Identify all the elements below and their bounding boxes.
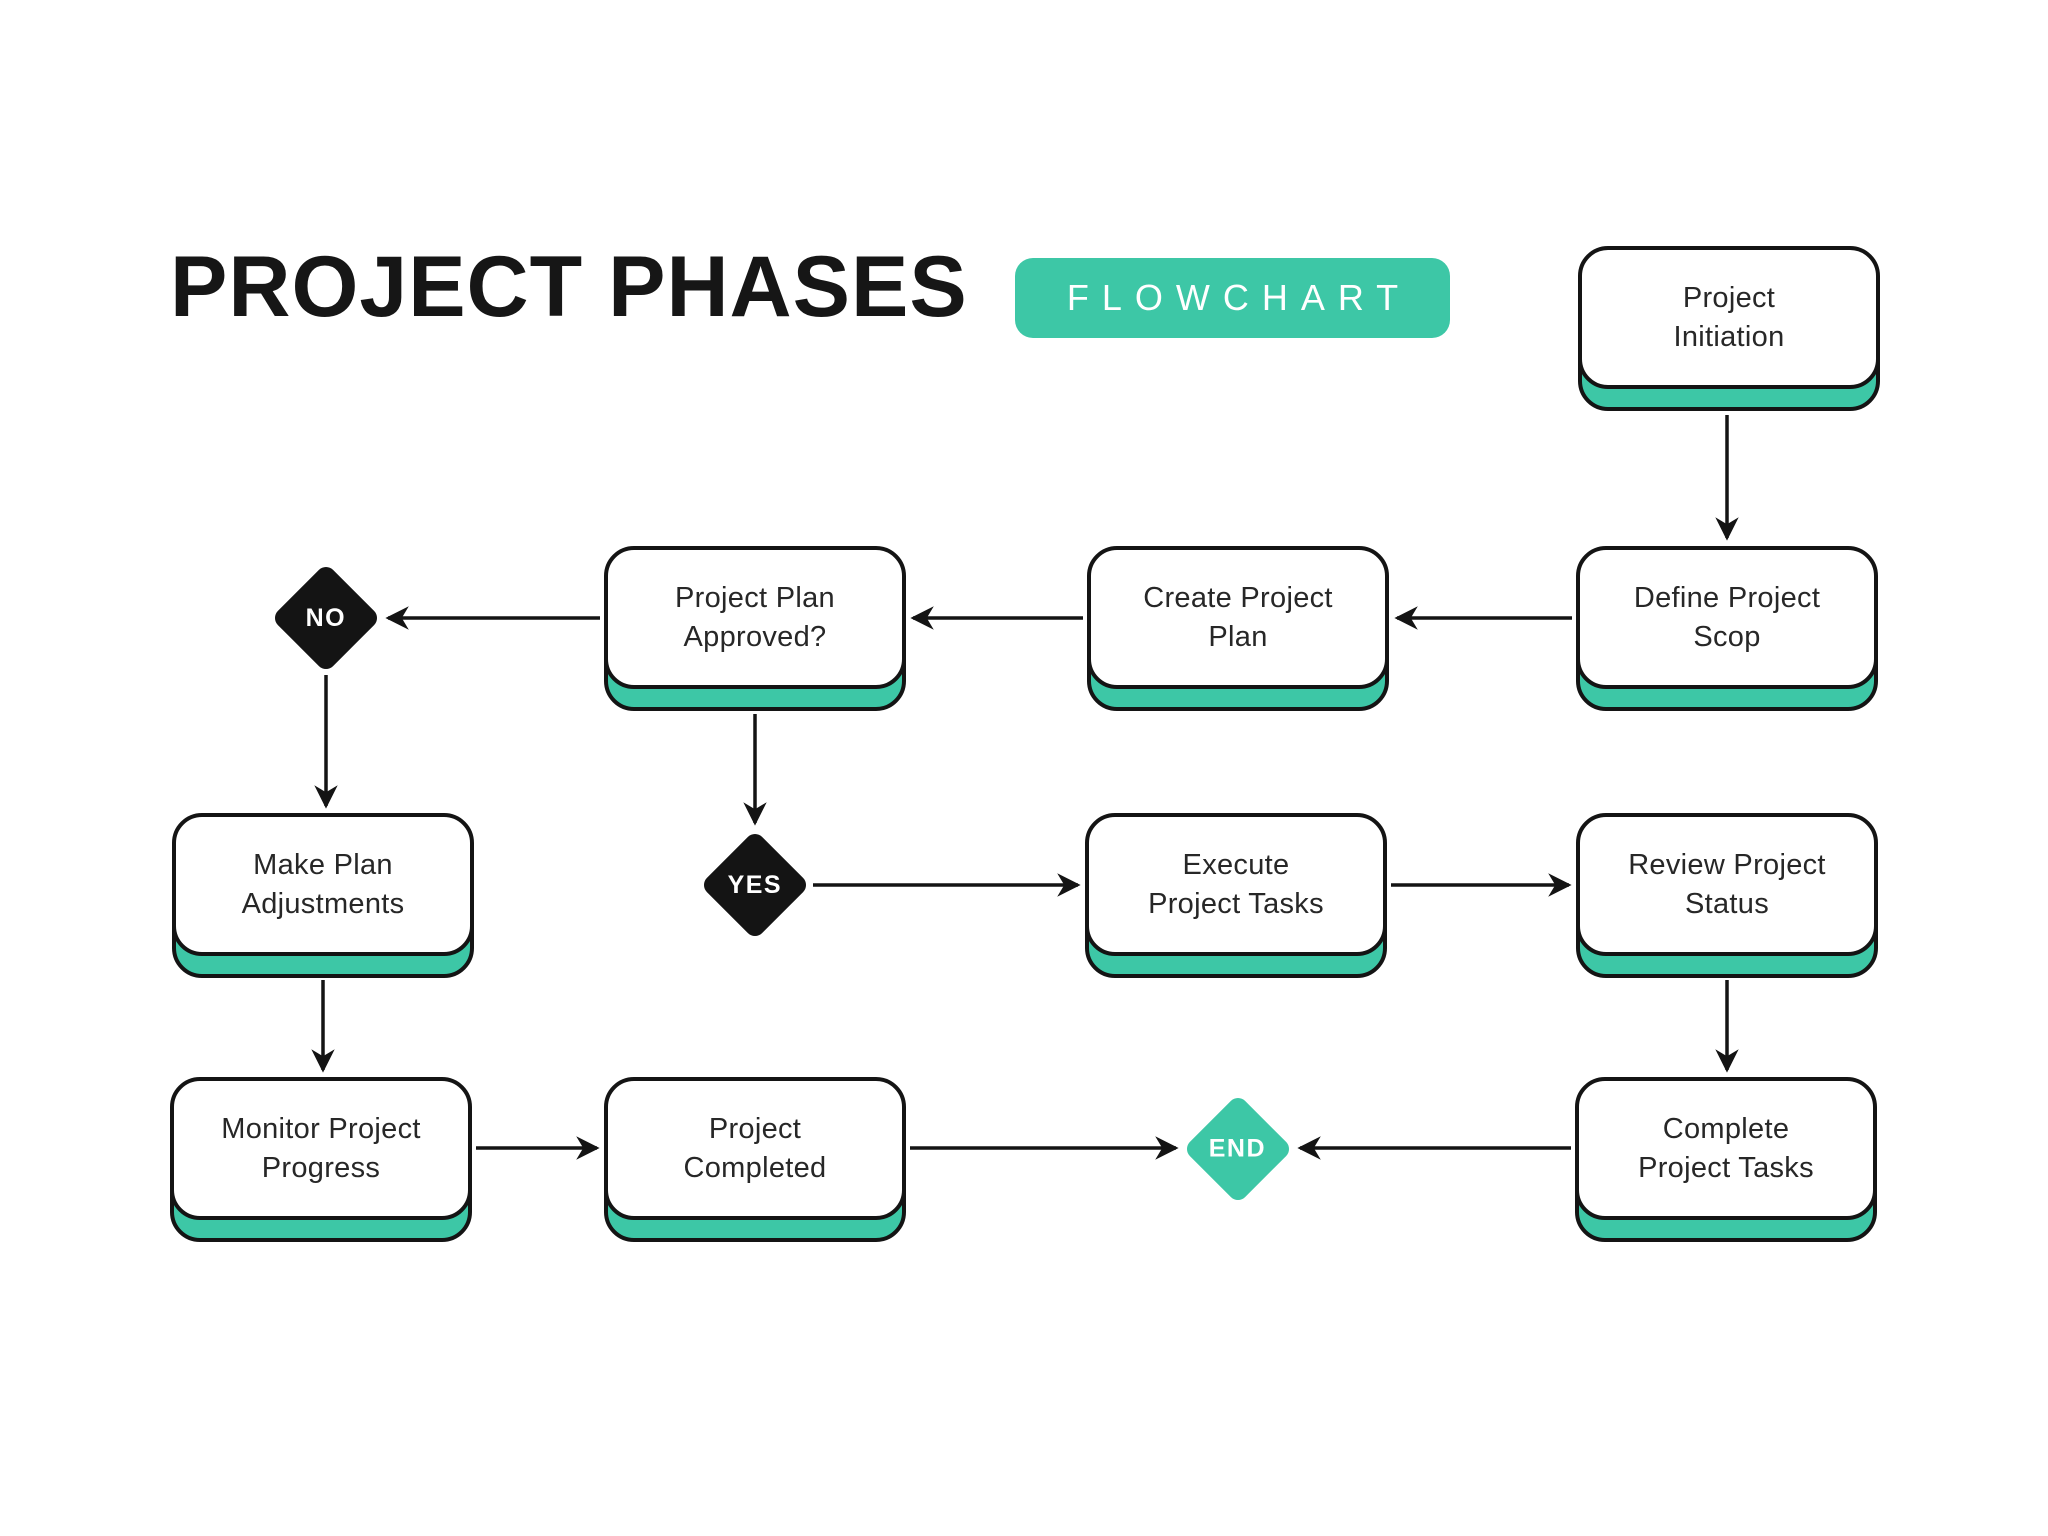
node-create-project-plan: Create Project Plan xyxy=(1087,546,1389,711)
node-define-project-scop: Define Project Scop xyxy=(1576,546,1878,711)
end-diamond: END xyxy=(1182,1093,1294,1205)
node-label: Complete Project Tasks xyxy=(1638,1113,1814,1184)
node-face: Create Project Plan xyxy=(1087,546,1389,689)
node-complete-project-tasks: Complete Project Tasks xyxy=(1575,1077,1877,1242)
node-face: Project Plan Approved? xyxy=(604,546,906,689)
page-title: PROJECT PHASES xyxy=(170,239,968,335)
node-label: Create Project Plan xyxy=(1143,582,1333,653)
node-project-completed: Project Completed xyxy=(604,1077,906,1242)
node-label: Monitor Project Progress xyxy=(221,1113,421,1184)
node-face: Define Project Scop xyxy=(1576,546,1878,689)
node-label: Project Plan Approved? xyxy=(675,582,835,653)
node-face: Project Completed xyxy=(604,1077,906,1220)
node-monitor-project-progress: Monitor Project Progress xyxy=(170,1077,472,1242)
node-face: Execute Project Tasks xyxy=(1085,813,1387,956)
node-face: Review Project Status xyxy=(1576,813,1878,956)
node-label: Review Project Status xyxy=(1628,849,1826,920)
node-label: Make Plan Adjustments xyxy=(241,849,405,920)
node-face: Complete Project Tasks xyxy=(1575,1077,1877,1220)
node-label: Execute Project Tasks xyxy=(1148,849,1324,920)
decision-no-diamond: NO xyxy=(270,562,382,674)
node-label: Define Project Scop xyxy=(1633,582,1821,653)
node-label: Project Initiation xyxy=(1673,282,1785,353)
node-label: Project Completed xyxy=(683,1113,827,1184)
node-project-initiation: Project Initiation xyxy=(1578,246,1880,411)
node-face: Monitor Project Progress xyxy=(170,1077,472,1220)
node-make-plan-adjustments: Make Plan Adjustments xyxy=(172,813,474,978)
flowchart-badge: FLOWCHART xyxy=(1015,258,1450,338)
node-execute-project-tasks: Execute Project Tasks xyxy=(1085,813,1387,978)
decision-yes-label: YES xyxy=(727,870,783,899)
decision-yes-diamond: YES xyxy=(699,829,811,941)
end-label: END xyxy=(1209,1134,1267,1163)
node-review-project-status: Review Project Status xyxy=(1576,813,1878,978)
decision-no-label: NO xyxy=(305,603,347,632)
node-face: Make Plan Adjustments xyxy=(172,813,474,956)
node-face: Project Initiation xyxy=(1578,246,1880,389)
node-project-plan-approved: Project Plan Approved? xyxy=(604,546,906,711)
